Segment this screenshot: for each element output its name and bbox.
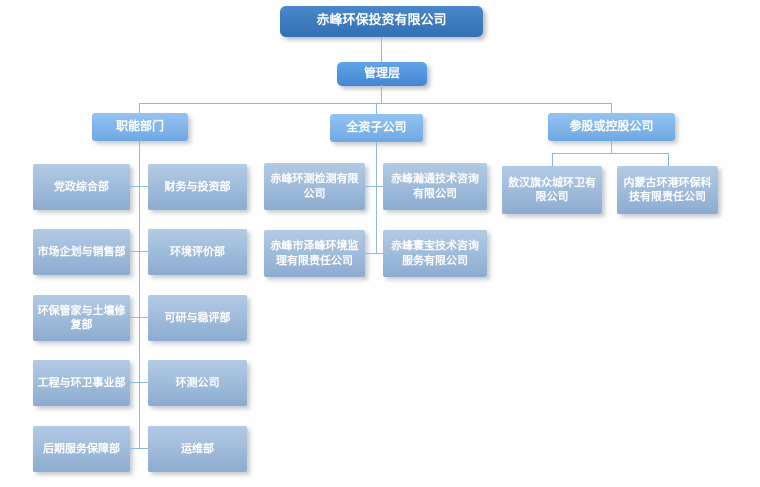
connector-line: [381, 85, 382, 103]
connector-line: [130, 317, 148, 318]
org-node: 敖汉旗众城环卫有限公司: [502, 166, 602, 214]
node-branch-functional-departments: 职能部门: [92, 113, 188, 141]
connector-line: [611, 141, 612, 153]
connector-line: [381, 37, 382, 62]
connector-line: [130, 382, 148, 383]
org-node: 环测公司: [148, 360, 247, 406]
node-company-root: 赤峰环保投资有限公司: [280, 6, 483, 37]
org-node: 环境评价部: [148, 229, 247, 275]
org-node: 市场企划与销售部: [33, 229, 130, 275]
connector-line: [552, 153, 668, 154]
connector-line: [130, 251, 148, 252]
connector-line: [668, 153, 669, 166]
connector-line: [130, 448, 148, 449]
org-node: 赤峰市泽峰环境监理有限责任公司: [264, 230, 365, 277]
org-node: 党政综合部: [33, 164, 130, 210]
connector-line: [552, 153, 553, 166]
node-management: 管理层: [337, 62, 427, 86]
connector-line: [130, 186, 148, 187]
org-node: 环保管家与土壤修复部: [33, 295, 130, 341]
connector-line: [139, 103, 140, 113]
connector-line: [611, 103, 612, 113]
org-node: 工程与环卫事业部: [33, 360, 130, 406]
connector-line: [139, 103, 611, 104]
org-node: 可研与稳评部: [148, 295, 247, 341]
node-branch-wholly-owned-subsidiaries: 全资子公司: [330, 114, 423, 142]
org-node: 运维部: [148, 426, 247, 472]
connector-line: [139, 141, 140, 449]
connector-line: [365, 186, 383, 187]
org-node: 内蒙古环港环保科技有限责任公司: [617, 166, 718, 214]
connector-line: [376, 103, 377, 114]
org-node: 赤峰环测检测有限公司: [264, 163, 365, 210]
org-node: 后期服务保障部: [33, 426, 130, 472]
connector-line: [365, 253, 383, 254]
org-node: 赤峰瀚通技术咨询有限公司: [383, 163, 487, 210]
org-node: 财务与投资部: [148, 164, 247, 210]
org-node: 赤峰寰宝技术咨询服务有限公司: [383, 230, 487, 277]
node-branch-holding-companies: 参股或控股公司: [548, 113, 675, 141]
connector-line: [376, 142, 377, 254]
